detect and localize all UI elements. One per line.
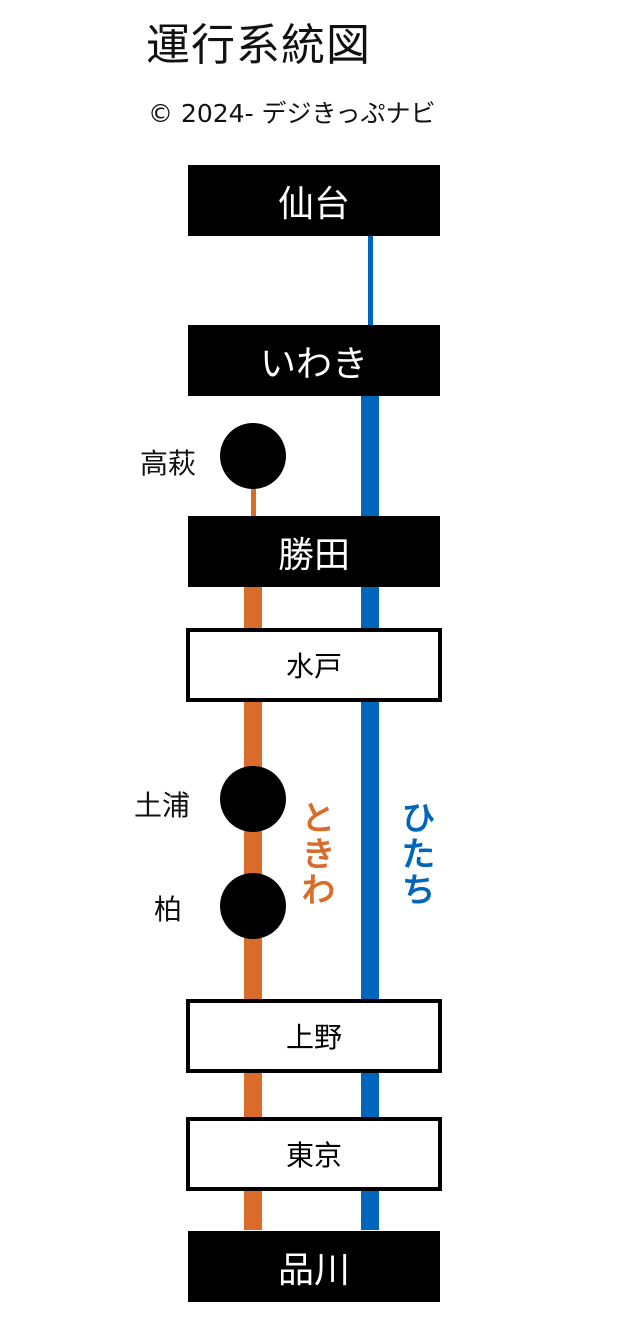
stop-label-kashiwa: 柏 — [154, 893, 183, 926]
station-sendai: 仙台 — [188, 165, 440, 236]
route-label-hitachi: ひたち — [395, 800, 435, 908]
station-tokyo: 東京 — [186, 1117, 442, 1191]
route-label-tokiwa: ときわ — [295, 800, 335, 908]
stop-label-takahagi: 高萩 — [140, 447, 197, 480]
stop-dot-kashiwa — [220, 873, 286, 939]
diagram-title: 運行系統図 — [146, 20, 371, 71]
station-ueno: 上野 — [186, 999, 442, 1073]
station-mito: 水戸 — [186, 628, 442, 702]
stop-dot-takahagi — [220, 423, 286, 489]
stop-dot-tsuchiura — [220, 766, 286, 832]
station-shinagawa: 品川 — [188, 1231, 440, 1302]
tokiwa-line-takahagi-katsuta — [251, 488, 256, 518]
stop-label-tsuchiura: 土浦 — [134, 789, 191, 822]
hitachi-line-sendai-iwaki — [368, 236, 373, 326]
station-iwaki: いわき — [188, 325, 440, 396]
copyright-notice: © 2024- デジきっぷナビ — [148, 99, 436, 128]
station-katsuta: 勝田 — [188, 516, 440, 587]
